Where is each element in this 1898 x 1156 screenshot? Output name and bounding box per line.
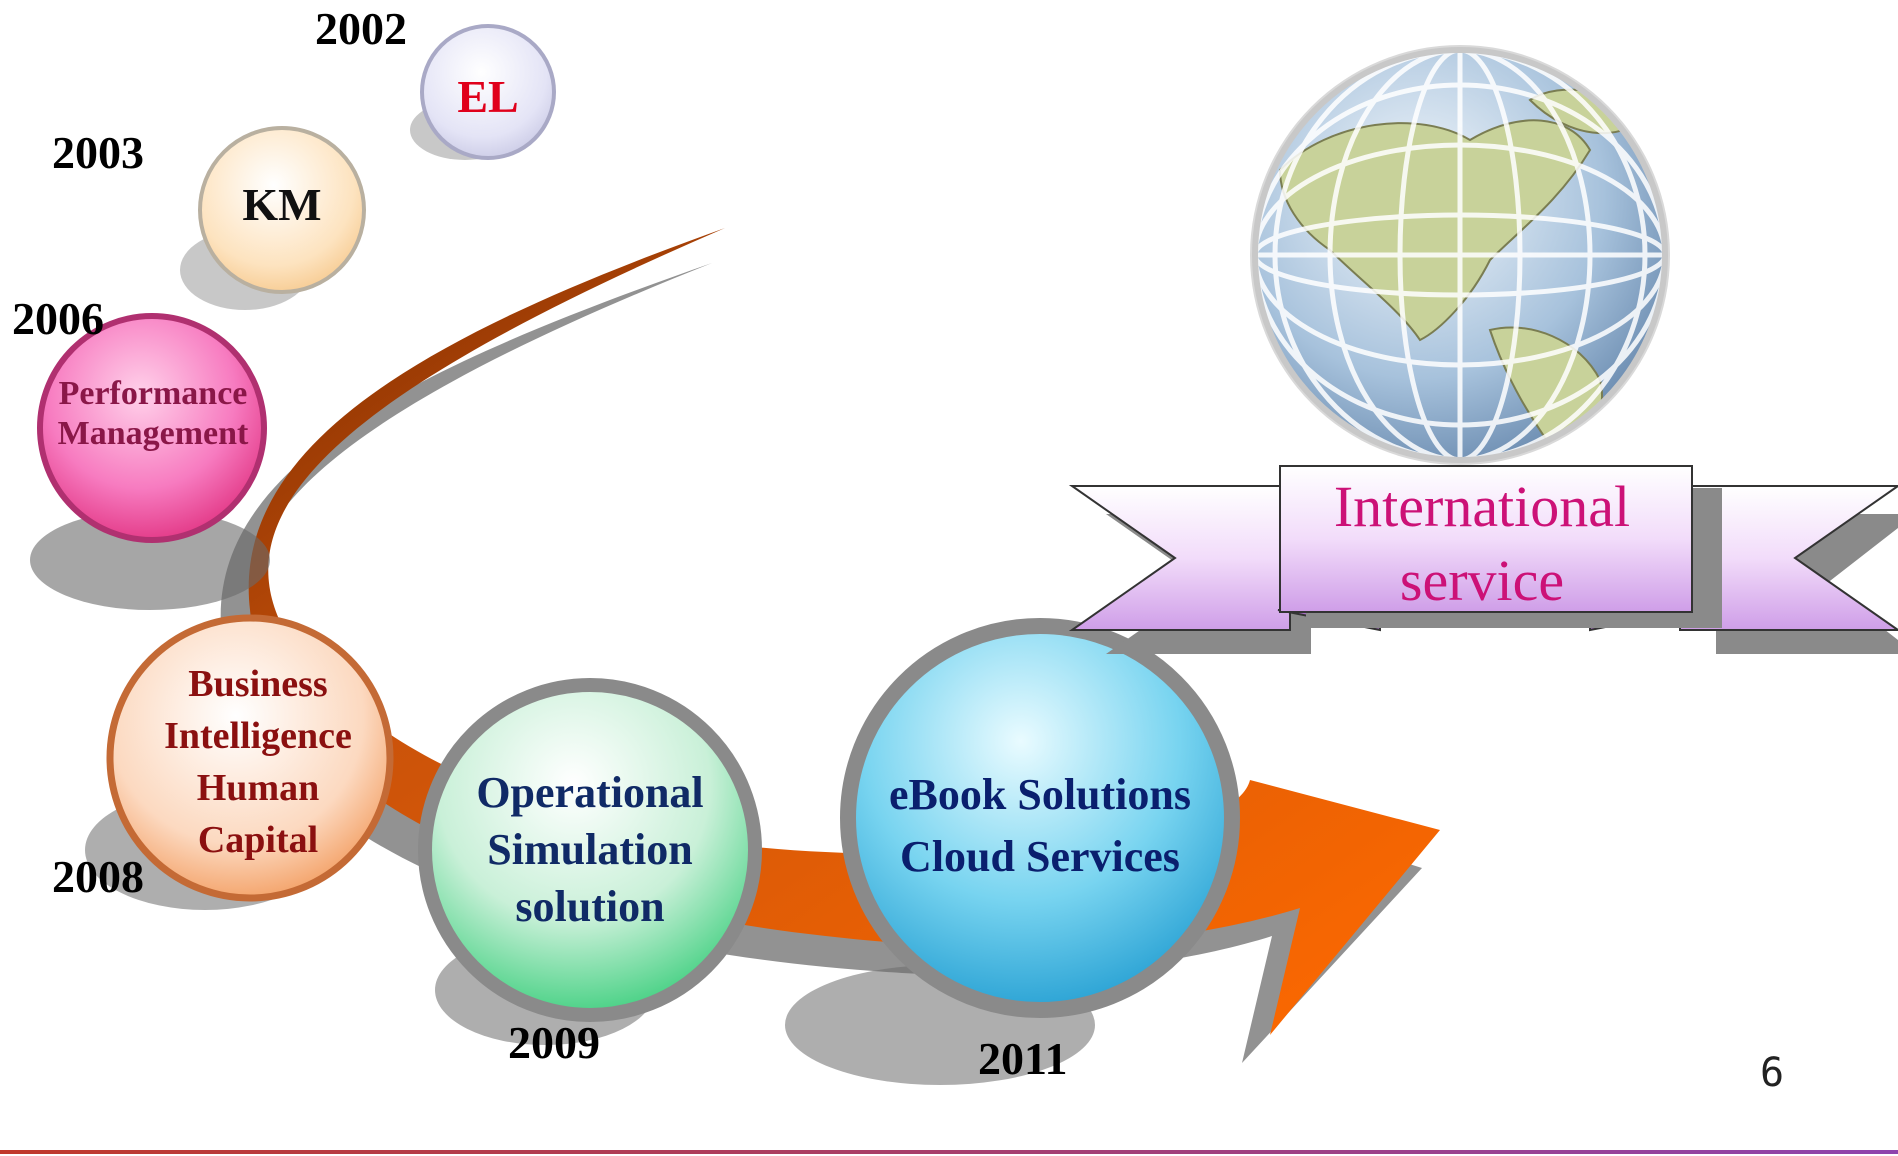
banner-label: International service [1333, 474, 1631, 614]
bubble-label-operational-simulation: Operational Simulation solution [476, 768, 704, 932]
year-label-business-intelligence: 2008 [52, 851, 144, 902]
year-label-performance-management: 2006 [12, 293, 104, 344]
bubble-business-intelligence [106, 614, 394, 902]
bubble-label-business-intelligence: Business Intelligence Human Capital [164, 663, 352, 862]
bubble-shadow [30, 510, 270, 610]
bubble-label-el: EL [457, 71, 519, 122]
bubble-performance-management [37, 313, 267, 543]
bubble-label-performance-management: Performance Management [57, 375, 249, 452]
ribbon-banner [1068, 465, 1898, 654]
ribbon-center [1279, 465, 1693, 613]
bubble-km [198, 126, 366, 294]
year-label-el: 2002 [315, 3, 407, 54]
bubble-label-km: KM [242, 179, 322, 230]
bubble-el [420, 24, 556, 160]
page-number: 6 [1760, 1050, 1785, 1096]
bubble-ebook-cloud [840, 618, 1240, 1018]
year-label-operational-simulation: 2009 [508, 1017, 600, 1068]
globe-icon [1250, 45, 1670, 465]
bubble-operational-simulation [418, 678, 762, 1022]
year-label-km: 2003 [52, 127, 144, 178]
ribbon-right-tail [1679, 485, 1898, 631]
bubble-label-ebook-cloud: eBook Solutions Cloud Services [889, 770, 1191, 882]
year-label-ebook-cloud: 2011 [978, 1033, 1068, 1084]
ribbon-left-tail [1068, 485, 1291, 631]
bottom-divider [0, 1150, 1898, 1154]
